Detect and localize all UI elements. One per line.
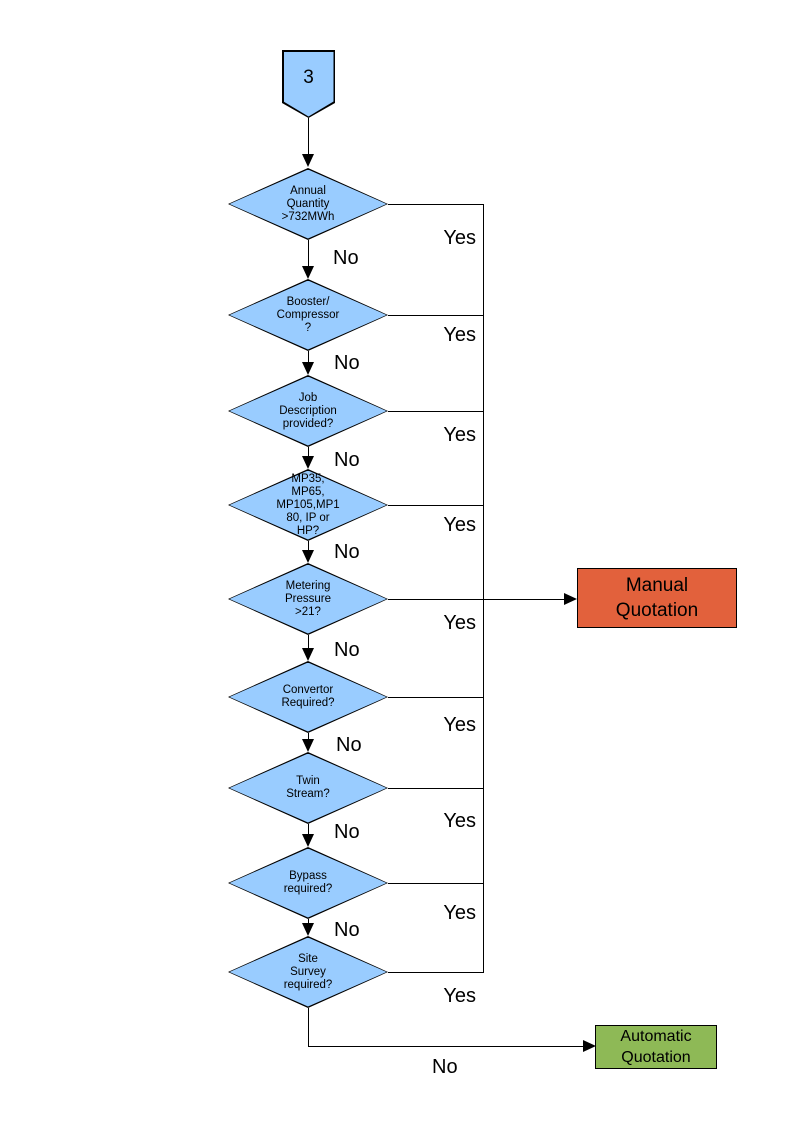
yes-label: Yes [443,810,476,832]
yes-branch-line [388,972,483,973]
decision-label: Annual Quantity >732MWh [281,184,335,223]
manual-quotation-box: Manual Quotation [577,568,737,628]
yes-branch-line [388,599,483,600]
no-label: No [334,919,360,941]
yes-branch-line [388,411,483,412]
decision-annual-quantity: Annual Quantity >732MWh [228,168,388,240]
connector-line [308,1008,309,1046]
yes-label: Yes [443,227,476,249]
arrowhead-right-icon [564,593,577,605]
arrowhead-down-icon [302,266,314,279]
automatic-quotation-box: Automatic Quotation [595,1025,717,1069]
no-label: No [333,247,359,269]
arrowhead-down-icon [302,923,314,936]
decision-label: Bypass required? [283,870,333,895]
yes-branch-line [388,697,483,698]
decision-label: Site Survey required? [283,952,333,991]
decision-label: Metering Pressure >21? [284,579,332,618]
decision-label: Booster/ Compressor ? [276,295,340,334]
arrowhead-down-icon [302,362,314,375]
yes-label: Yes [443,424,476,446]
yes-branch-line [388,883,483,884]
yes-rail-line [483,204,484,973]
yes-label: Yes [443,514,476,536]
connector-line [308,447,309,456]
decision-metering-pressure: Metering Pressure >21? [228,563,388,635]
yes-label: Yes [443,324,476,346]
no-label: No [334,821,360,843]
decision-meter-type: MP35, MP65, MP105,MP1 80, IP or HP? [228,469,388,541]
no-label: No [334,541,360,563]
connector-line [308,118,309,155]
decision-convertor-required: Convertor Required? [228,661,388,733]
no-label: No [334,449,360,471]
connector-line [308,635,309,648]
yes-branch-line [388,204,483,205]
no-label: No [432,1056,458,1078]
decision-label: Convertor Required? [281,684,335,709]
connector-line [308,733,309,739]
decision-label: Job Description provided? [279,391,337,430]
connector-line [308,1046,583,1047]
connector-line [308,541,309,550]
decision-label: MP35, MP65, MP105,MP1 80, IP or HP? [276,472,340,537]
offpage-connector-shape [282,50,335,118]
offpage-connector: 3 [282,50,335,118]
decision-bypass-required: Bypass required? [228,847,388,919]
no-label: No [334,639,360,661]
decision-site-survey: Site Survey required? [228,936,388,1008]
decision-booster-compressor: Booster/ Compressor ? [228,279,388,351]
connector-line [484,599,564,600]
arrowhead-down-icon [302,739,314,752]
arrowhead-down-icon [302,456,314,469]
no-label: No [336,734,362,756]
yes-label: Yes [443,714,476,736]
yes-branch-line [388,315,483,316]
connector-line [308,919,309,923]
connector-line [308,240,309,266]
yes-label: Yes [443,902,476,924]
yes-branch-line [388,505,483,506]
yes-branch-line [388,788,483,789]
connector-line [308,824,309,834]
no-label: No [334,352,360,374]
decision-label: Twin Stream? [286,775,330,800]
decision-job-description: Job Description provided? [228,375,388,447]
arrowhead-right-icon [583,1040,596,1052]
offpage-connector-label: 3 [303,67,314,88]
yes-label: Yes [443,985,476,1007]
decision-twin-stream: Twin Stream? [228,752,388,824]
arrowhead-down-icon [302,154,314,167]
arrowhead-down-icon [302,834,314,847]
arrowhead-down-icon [302,550,314,563]
arrowhead-down-icon [302,648,314,661]
connector-line [308,351,309,362]
yes-label: Yes [443,612,476,634]
